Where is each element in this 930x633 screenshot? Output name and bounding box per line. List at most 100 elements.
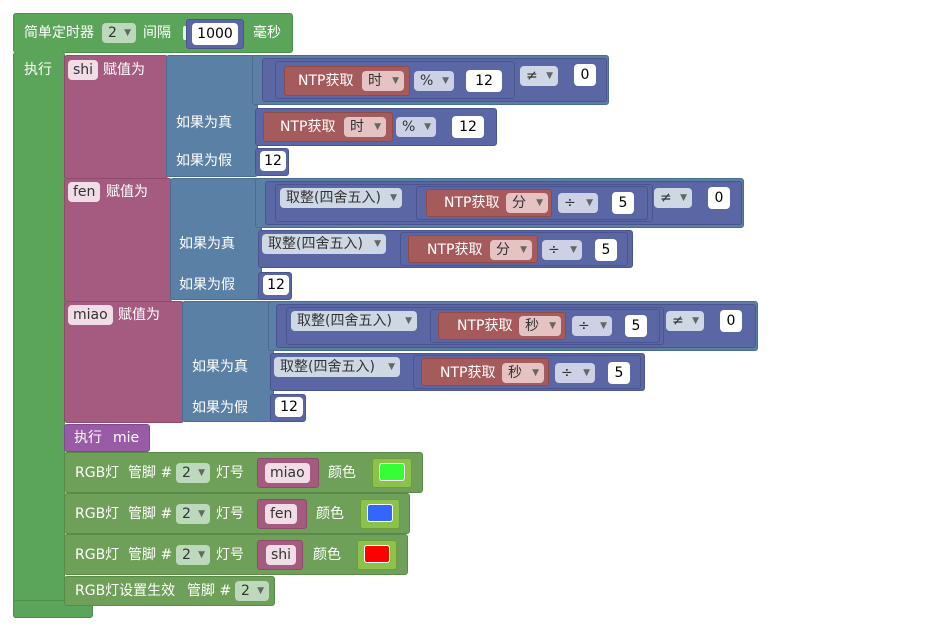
assign-label: 赋值为 [118,307,160,323]
interval-input[interactable]: 1000 [192,23,238,45]
math-op-dropdown[interactable]: ÷▼ [542,240,582,260]
fen-variable[interactable]: fen [68,182,101,202]
unit-label: 毫秒 [253,25,281,41]
if-true-label: 如果为真 [176,115,232,131]
if-false-label: 如果为假 [192,400,248,416]
procedure-name: mie [113,430,140,446]
math-op-dropdown[interactable]: %▼ [396,117,436,137]
ntp-unit-dropdown[interactable]: 时▼ [344,117,386,137]
chevron-down-icon: ▼ [532,368,539,378]
compare-number-field[interactable]: 0 [574,64,596,86]
ntp-unit-dropdown[interactable]: 秒▼ [519,316,561,336]
rgb-apply-label: RGB灯设置生效 [75,583,176,599]
color-label: 颜色 [313,547,341,563]
color-label: 颜色 [316,506,344,522]
math-op-dropdown[interactable]: ÷▼ [555,363,595,383]
rgb-led-block[interactable] [64,534,408,575]
pin-dropdown[interactable]: 2▼ [176,545,210,565]
ntp-label: NTP获取 [280,119,336,135]
number-field[interactable]: 12 [263,275,289,295]
ternary-miao-block[interactable] [182,301,274,422]
chevron-down-icon: ▼ [198,509,205,519]
ntp-unit-dropdown[interactable]: 秒▼ [502,363,544,383]
rgb-led-block[interactable] [64,493,410,534]
compare-op-dropdown[interactable]: ≠▼ [666,311,704,331]
pin-label: 管脚 # [128,547,173,563]
round-dropdown[interactable]: 取整(四舍五入)▼ [291,311,417,331]
compare-op-dropdown[interactable]: ≠▼ [520,66,558,86]
pin-label: 管脚 # [187,583,232,599]
ternary-shi-block[interactable] [166,55,258,177]
color-label: 颜色 [328,465,356,481]
number-field[interactable]: 5 [608,362,630,384]
chevron-down-icon: ▼ [374,239,381,249]
round-dropdown[interactable]: 取整(四舍五入)▼ [262,234,386,254]
if-false-label: 如果为假 [176,153,232,169]
chevron-down-icon: ▼ [570,245,577,255]
pin-dropdown[interactable]: 2▼ [235,581,269,601]
number-field[interactable]: 12 [260,151,286,171]
if-false-label: 如果为假 [179,277,235,293]
chevron-down-icon: ▼ [198,550,205,560]
assign-label: 赋值为 [106,184,148,200]
simple-timer-body-left [13,52,65,618]
chevron-down-icon: ▼ [257,586,264,596]
chevron-down-icon: ▼ [405,316,412,326]
compare-number-field[interactable]: 0 [720,310,742,332]
chevron-down-icon: ▼ [520,245,527,255]
timer-number-dropdown[interactable]: 2▼ [102,23,136,43]
ntp-unit-dropdown[interactable]: 分▼ [490,240,532,260]
chevron-down-icon: ▼ [388,362,395,372]
ntp-unit-dropdown[interactable]: 时▼ [362,71,404,91]
ntp-label: NTP获取 [444,195,500,211]
number-field[interactable]: 5 [612,192,634,214]
math-op-dropdown[interactable]: ÷▼ [572,316,612,336]
call-label: 执行 [74,430,102,446]
pin-dropdown[interactable]: 2▼ [176,504,210,524]
color-swatch-green[interactable] [379,463,405,481]
pin-label: 管脚 # [128,465,173,481]
miao-variable[interactable]: miao [68,305,113,325]
led-number-label: 灯号 [216,547,244,563]
shi-variable[interactable]: shi [266,545,297,565]
round-dropdown[interactable]: 取整(四舍五入)▼ [280,188,402,208]
color-swatch-blue[interactable] [367,504,393,522]
chevron-down-icon: ▼ [546,71,553,81]
chevron-down-icon: ▼ [680,193,687,203]
simple-timer-block[interactable] [13,13,293,53]
ntp-label: NTP获取 [298,73,354,89]
math-op-dropdown[interactable]: ÷▼ [558,193,598,213]
compare-op-dropdown[interactable]: ≠▼ [654,188,692,208]
math-op-dropdown[interactable]: %▼ [414,71,454,91]
color-swatch-red[interactable] [364,545,390,563]
if-true-label: 如果为真 [192,359,248,375]
chevron-down-icon: ▼ [583,368,590,378]
pin-label: 管脚 # [128,506,173,522]
rgb-led-block[interactable] [64,452,423,493]
interval-label: 间隔 [143,25,171,41]
number-field[interactable]: 12 [466,70,502,92]
shi-variable[interactable]: shi [68,60,99,80]
number-field[interactable]: 5 [595,239,617,261]
call-mie-block[interactable] [64,424,150,452]
do-label: 执行 [24,62,52,78]
chevron-down-icon: ▼ [124,28,131,38]
chevron-down-icon: ▼ [198,468,205,478]
pin-dropdown[interactable]: 2▼ [176,463,210,483]
compare-number-field[interactable]: 0 [708,187,730,209]
miao-variable[interactable]: miao [265,463,310,483]
fen-variable[interactable]: fen [265,504,298,524]
chevron-down-icon: ▼ [392,76,399,86]
ntp-label: NTP获取 [427,242,483,258]
chevron-down-icon: ▼ [536,198,543,208]
number-field[interactable]: 12 [452,116,484,138]
ntp-unit-dropdown[interactable]: 分▼ [506,193,548,213]
if-true-label: 如果为真 [179,236,235,252]
chevron-down-icon: ▼ [692,316,699,326]
round-dropdown[interactable]: 取整(四舍五入)▼ [274,357,400,377]
chevron-down-icon: ▼ [424,122,431,132]
ternary-fen-block[interactable] [170,178,262,300]
number-field[interactable]: 12 [275,397,303,417]
number-field[interactable]: 5 [625,315,647,337]
chevron-down-icon: ▼ [442,76,449,86]
